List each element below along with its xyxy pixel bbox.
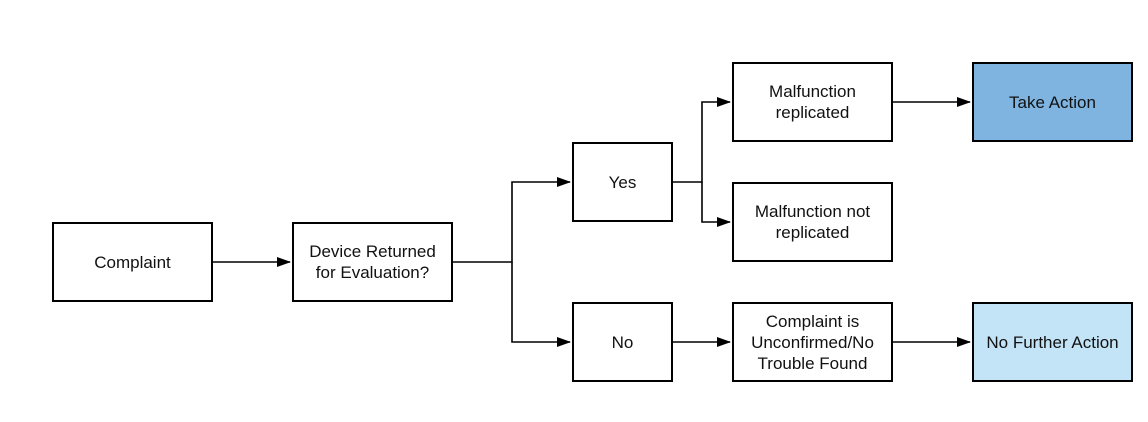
node-device-returned: Device Returned for Evaluation? bbox=[292, 222, 453, 302]
node-malfunction-not-replicated-label: Malfunction not replicated bbox=[754, 202, 871, 242]
node-yes: Yes bbox=[572, 142, 673, 222]
node-complaint: Complaint bbox=[52, 222, 213, 302]
node-take-action: Take Action bbox=[972, 62, 1133, 142]
node-device-returned-label: Device Returned for Evaluation? bbox=[309, 242, 436, 282]
arrow-yes-to-not-replicated bbox=[701, 182, 731, 227]
node-no-label: No bbox=[611, 332, 634, 352]
node-yes-label: Yes bbox=[608, 172, 637, 192]
arrow-device-to-yes bbox=[453, 177, 571, 263]
arrow-yes-to-replicated bbox=[673, 97, 731, 183]
node-malfunction-not-replicated: Malfunction not replicated bbox=[732, 182, 893, 262]
node-complaint-unconfirmed-label: Complaint is Unconfirmed/No Trouble Foun… bbox=[751, 311, 874, 373]
node-no-further-action-label: No Further Action bbox=[986, 332, 1119, 352]
node-complaint-label: Complaint bbox=[94, 252, 171, 272]
node-take-action-label: Take Action bbox=[1009, 92, 1096, 112]
node-malfunction-replicated: Malfunction replicated bbox=[732, 62, 893, 142]
node-no: No bbox=[572, 302, 673, 382]
node-complaint-unconfirmed: Complaint is Unconfirmed/No Trouble Foun… bbox=[732, 302, 893, 382]
node-malfunction-replicated-label: Malfunction replicated bbox=[769, 82, 856, 122]
node-no-further-action: No Further Action bbox=[972, 302, 1133, 382]
arrow-device-to-no bbox=[511, 262, 571, 347]
